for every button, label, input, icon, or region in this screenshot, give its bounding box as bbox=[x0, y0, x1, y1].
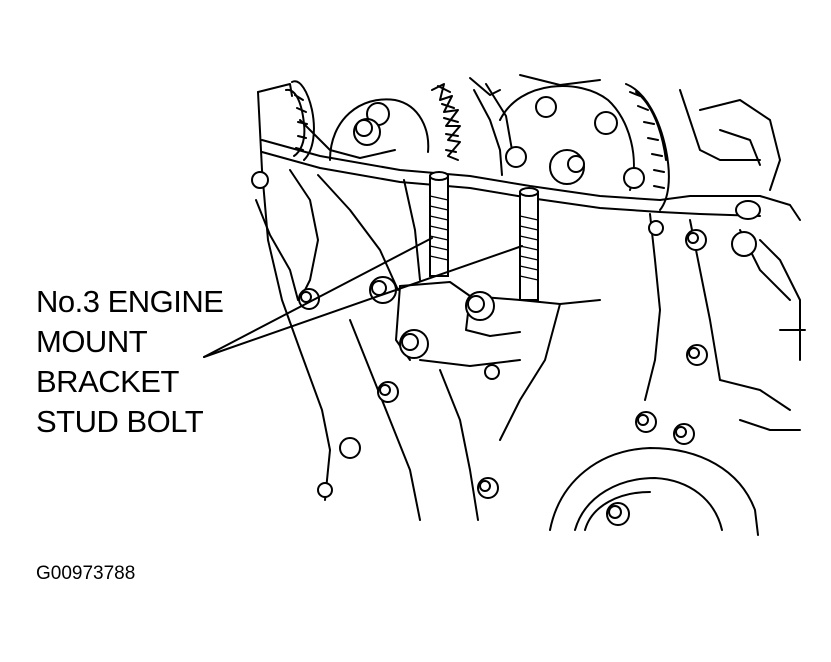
cover-bolts bbox=[251, 171, 761, 499]
callout-line-1: No.3 ENGINE bbox=[36, 284, 224, 319]
center-timing-chain bbox=[431, 83, 513, 176]
figure-code: G00973788 bbox=[36, 563, 136, 584]
mount-bracket-plate bbox=[349, 281, 601, 521]
left-cam-sprocket bbox=[285, 80, 430, 161]
stud-bolt-left bbox=[429, 171, 449, 277]
callout-line-3: BRACKET bbox=[36, 364, 179, 399]
timing-cover-outline bbox=[255, 74, 801, 501]
right-cam-sprocket bbox=[499, 83, 670, 211]
callout-line-2: MOUNT bbox=[36, 324, 148, 359]
stud-bolt-right bbox=[519, 187, 539, 301]
crank-pulley bbox=[549, 239, 806, 536]
callout-line-4: STUD BOLT bbox=[36, 404, 204, 439]
stud-bolt-callout-label: No.3 ENGINE MOUNT BRACKET STUD BOLT bbox=[36, 282, 224, 442]
callout-leader-lines bbox=[203, 237, 523, 358]
